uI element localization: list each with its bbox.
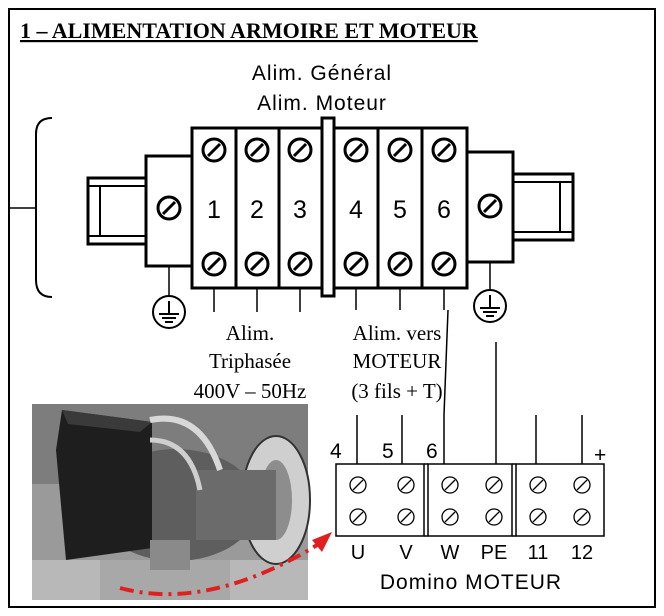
terminal-number-1: 1 [207,196,221,224]
domino-label-pe: PE [481,542,508,564]
ground-symbol-left [152,295,186,329]
pointer-arrow-head [312,532,332,552]
supply-label-line2: Triphasée [209,349,291,373]
ground-symbol-right [473,289,507,323]
terminal-number-3: 3 [293,196,307,224]
terminal-number-5: 5 [393,196,407,224]
left-bracket [35,117,53,298]
motor-label-line1: Alim. vers [353,321,442,345]
ground-terminal-left [144,154,194,268]
terminal-number-2: 2 [250,196,264,224]
domino-number-5: 5 [382,440,394,463]
label-alim-general: Alim. Général [252,62,392,85]
din-rail-right [511,172,575,242]
terminal-block-supply [190,126,324,290]
domino-number-6: 6 [426,440,438,463]
domino-label-12: 12 [571,542,593,564]
din-rail-left [86,176,148,246]
motor-label-line3: (3 fils + T) [351,379,442,403]
separator-plate [320,116,336,298]
terminal-number-4: 4 [349,196,363,224]
domino-label-u: U [351,542,365,564]
label-alim-moteur: Alim. Moteur [257,92,387,115]
ground-terminal-right [465,150,515,264]
terminal-number-6: 6 [437,196,451,224]
pointer-arrow [119,540,324,597]
domino-label-11: 11 [528,542,549,564]
supply-label-line1: Alim. [226,321,274,345]
domino-caption: Domino MOTEUR [380,571,562,594]
domino-label-w: W [441,542,460,564]
motor-label-line2: MOTEUR [353,349,442,373]
supply-label-line3: 400V – 50Hz [194,379,307,403]
domino-block [335,463,605,537]
domino-plus: + [594,444,606,467]
domino-label-v: V [399,542,413,564]
domino-number-4: 4 [330,440,342,463]
motor-photo [32,404,311,600]
diagram-title: 1 – ALIMENTATION ARMOIRE ET MOTEUR [20,18,479,43]
